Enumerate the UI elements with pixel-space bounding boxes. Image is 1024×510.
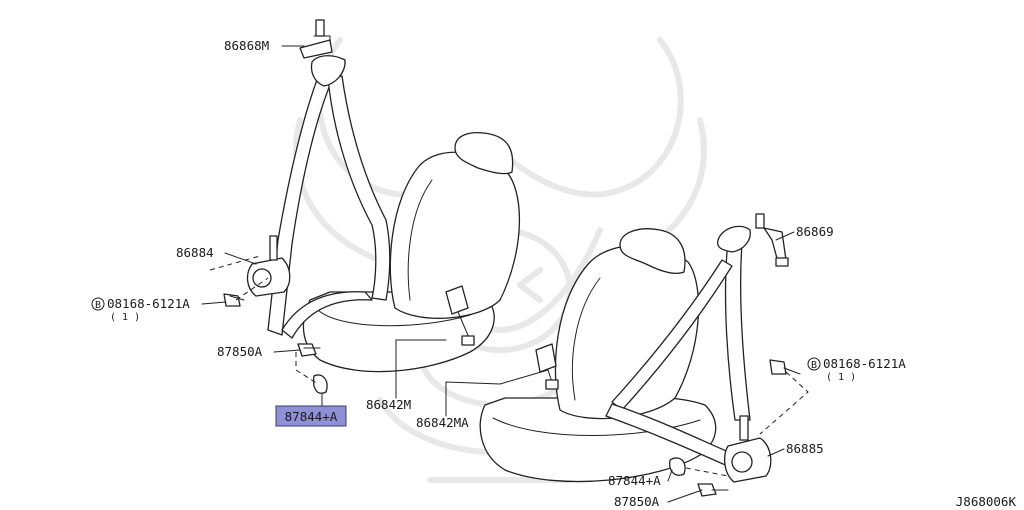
label-bolt-right-group: B 08168-6121A ( 1 ) [807, 356, 906, 383]
label-anchor-bolt-left: 87850A [217, 344, 263, 359]
right-retractor [723, 415, 772, 483]
label-retractor-left: 86884 [176, 245, 214, 260]
label-cover-right: 87844+A [608, 473, 661, 488]
label-bolt-left-group: B 08168-6121A ( 1 ) [91, 296, 190, 323]
left-anchor-cover [312, 374, 328, 394]
left-anchor-bolt [297, 343, 321, 357]
label-cover-left[interactable]: 87844+A [285, 409, 338, 424]
left-belt-webbing [267, 71, 391, 339]
left-shoulder-anchor [299, 19, 346, 87]
label-bolt-right-qty: ( 1 ) [826, 372, 856, 383]
right-belt-webbing [605, 239, 751, 469]
highlighted-part-87844a[interactable]: 87844+A [275, 405, 347, 427]
label-bolt-left: 08168-6121A [107, 296, 190, 311]
right-seat [479, 228, 717, 483]
right-anchor-cover [669, 457, 686, 476]
label-buckle-right: 86842MA [416, 415, 469, 430]
circle-b-badge-right [807, 357, 821, 371]
diagram-code: J868006K [956, 494, 1017, 509]
circle-b-badge-left [91, 297, 105, 311]
right-retractor-bolt [769, 359, 801, 375]
right-shoulder-anchor [716, 213, 789, 267]
left-seat [302, 132, 521, 373]
label-bolt-left-qty: ( 1 ) [110, 312, 140, 323]
label-bolt-right: 08168-6121A [823, 356, 906, 371]
right-buckle [499, 343, 559, 390]
left-dashed-lines [209, 255, 319, 385]
left-buckle [445, 285, 475, 346]
circle-b-letter-left: B [95, 300, 101, 311]
label-guide-left: 86868M [224, 38, 269, 53]
left-retractor [246, 235, 291, 297]
right-anchor-bolt [697, 483, 729, 497]
circle-b-letter-right: B [811, 360, 817, 371]
right-dashed-lines [685, 371, 809, 477]
highlight-box[interactable] [275, 405, 347, 427]
label-anchor-bolt-right: 87850A [614, 494, 660, 509]
label-guide-right: 86869 [796, 224, 834, 239]
label-buckle-left: 86842M [366, 397, 411, 412]
leader-lines [201, 45, 795, 503]
label-retractor-right: 86885 [786, 441, 824, 456]
left-retractor-bolt [223, 293, 245, 307]
